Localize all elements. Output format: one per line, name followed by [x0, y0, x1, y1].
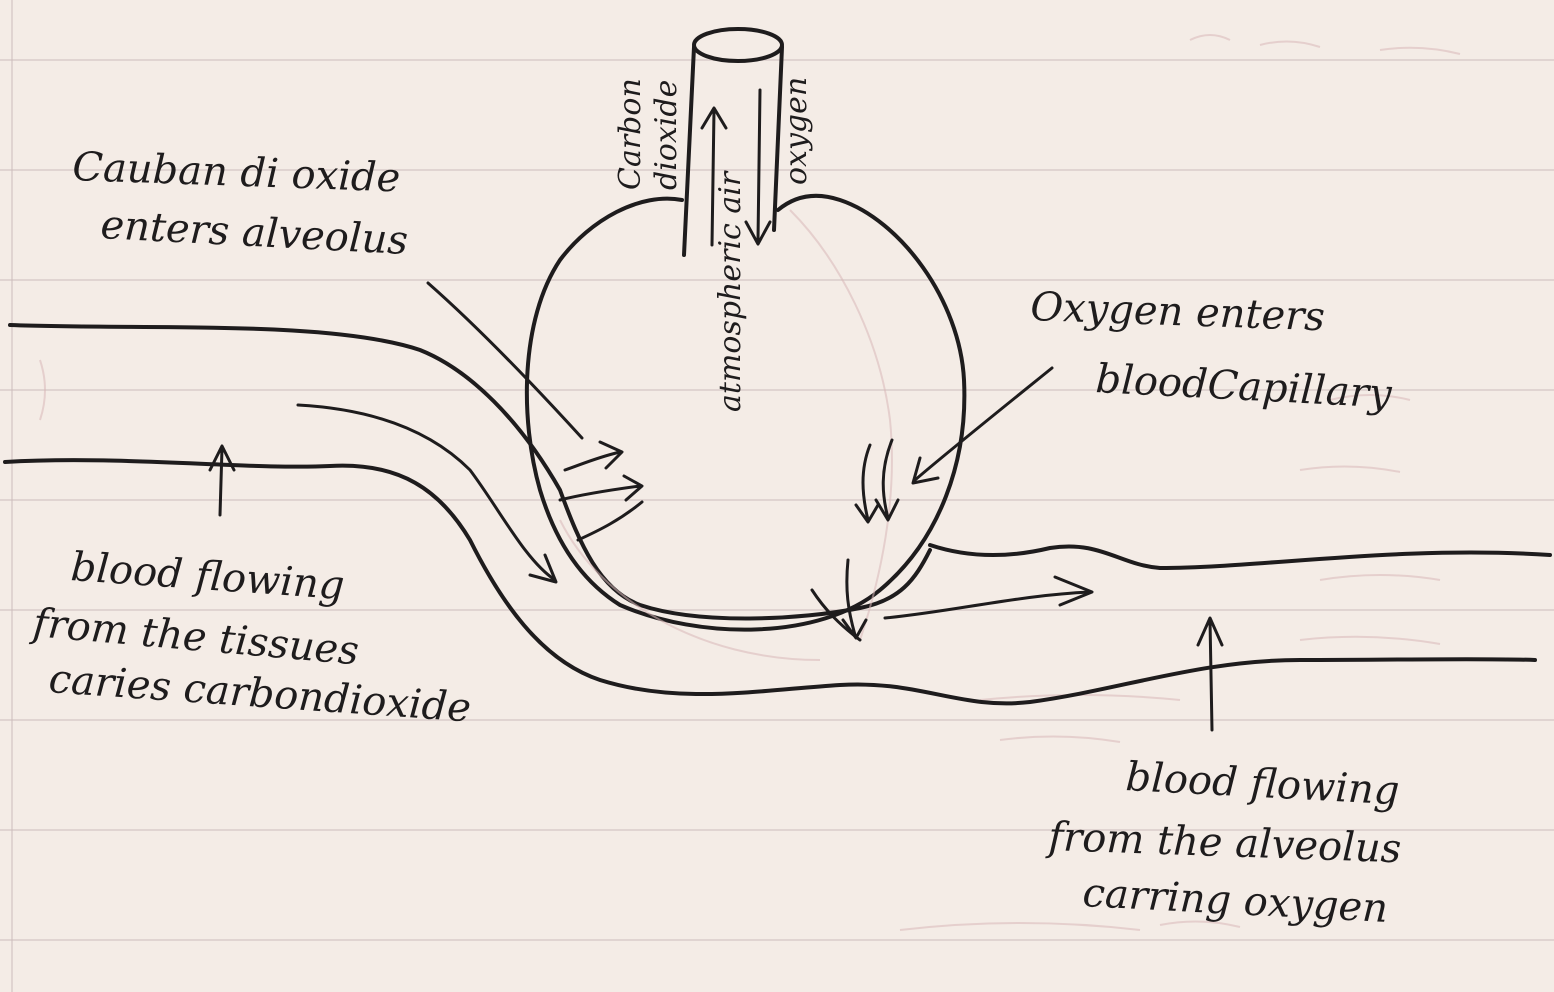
tube-o2-arrow: [746, 90, 770, 244]
blood-out-label-line-2: from the alveolus: [1045, 814, 1402, 872]
o2-enters-label-line-1: Oxygen enters: [1030, 284, 1326, 340]
blood-out-label-line-1: blood flowing: [1124, 754, 1400, 814]
blood-out-up-arrow: [1198, 618, 1222, 730]
alveolus-faint-contour: [790, 210, 892, 640]
o2-pointer-line: [915, 368, 1052, 480]
co2-enters-label-line-2: enters alveolus: [99, 202, 409, 264]
tube-label-atmospheric-air: atmospheric air: [713, 170, 748, 412]
tube-label-dioxide: dioxide: [649, 80, 684, 190]
air-tube-opening: [694, 29, 782, 61]
air-tube-left-wall: [684, 47, 694, 255]
o2-enters-label-line-2: bloodCapillary: [1094, 356, 1394, 418]
blood-in-up-arrow: [210, 446, 234, 515]
tube-label-carbon: Carbon: [613, 78, 648, 190]
blood-out-label-line-3: carring oxygen: [1081, 870, 1389, 932]
outflow-arrow-head: [1055, 577, 1092, 605]
blood-in-label-line-1: blood flowing: [69, 544, 346, 609]
tube-label-oxygen: oxygen: [779, 77, 814, 185]
capillary-upper-wall-right: [930, 545, 1550, 568]
co2-enters-label-line-1: Cauban di oxide: [72, 144, 401, 201]
